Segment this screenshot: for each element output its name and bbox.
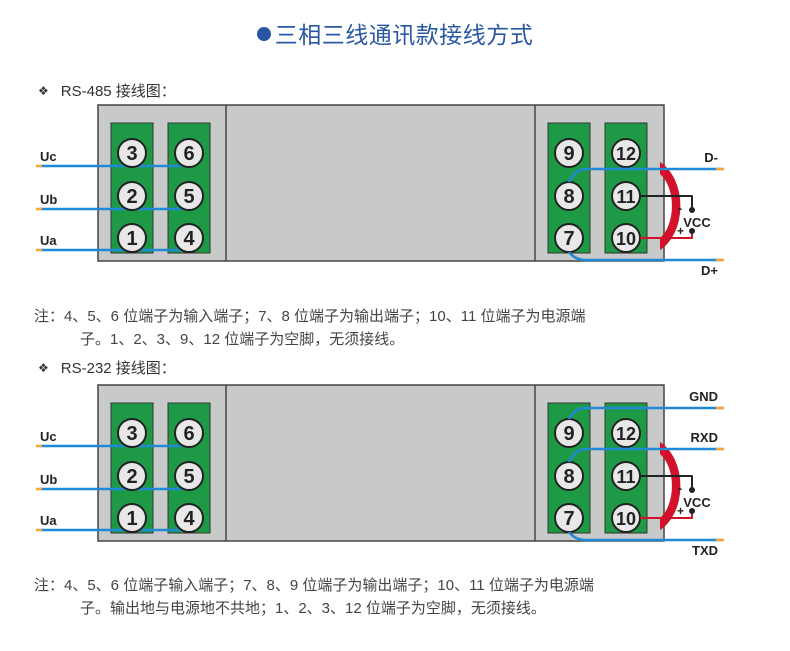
- terminal-6: [174, 418, 204, 448]
- terminal-4: [174, 223, 204, 253]
- power-plus-dot: [689, 508, 695, 514]
- input-label-Uc: Uc: [40, 429, 57, 444]
- output-label-gnd: GND: [689, 389, 718, 404]
- power-minus-dot: [689, 487, 695, 493]
- terminal-label-11: 11: [616, 467, 635, 487]
- terminal-label-8: 8: [563, 186, 574, 208]
- terminal-12: [611, 138, 641, 168]
- power-plus-sign: +: [677, 224, 684, 238]
- diamond-bullet-icon: ❖: [38, 84, 49, 98]
- terminal-2: [117, 461, 147, 491]
- terminal-label-6: 6: [183, 143, 194, 165]
- terminal-label-4: 4: [183, 508, 195, 530]
- output-label-top: RXD: [691, 430, 718, 445]
- input-label-Ub: Ub: [40, 192, 57, 207]
- rs232-heading: ❖ RS-232 接线图：: [38, 357, 176, 378]
- power-minus-dot: [689, 207, 695, 213]
- output-label-top: D-: [704, 150, 718, 165]
- terminal-5: [174, 181, 204, 211]
- title-bullet-icon: [256, 27, 271, 41]
- output-label-bottom: TXD: [692, 543, 718, 558]
- terminal-label-2: 2: [126, 186, 137, 208]
- power-plus-sign: +: [677, 504, 684, 518]
- power-wire-minus: [640, 195, 693, 210]
- power-minus-sign: -: [677, 480, 682, 496]
- power-minus-sign: -: [677, 200, 682, 216]
- input-label-Ub: Ub: [40, 472, 57, 487]
- input-label-Uc: Uc: [40, 149, 57, 164]
- terminal-label-12: 12: [616, 424, 636, 444]
- terminal-12: [611, 418, 641, 448]
- terminal-label-10: 10: [616, 229, 636, 249]
- terminal-4: [174, 503, 204, 533]
- rs232-note-line2: 子。输出地与电源地不共地；1、2、3、12 位端子为空脚，无须接线。: [80, 600, 546, 617]
- output-label-bottom: D+: [701, 263, 718, 278]
- terminal-label-1: 1: [126, 228, 137, 250]
- terminal-5: [174, 461, 204, 491]
- terminal-label-7: 7: [563, 508, 574, 530]
- input-label-Ua: Ua: [40, 233, 57, 248]
- terminal-label-9: 9: [563, 143, 574, 165]
- rs232-note: 注：4、5、6 位端子输入端子；7、8、9 位端子为输出端子；10、11 位端子…: [34, 574, 734, 620]
- output-wire-bottom: [568, 251, 722, 262]
- terminal-label-3: 3: [126, 143, 137, 165]
- terminal-label-9: 9: [563, 423, 574, 445]
- terminal-label-3: 3: [126, 423, 137, 445]
- terminal-label-2: 2: [126, 466, 137, 488]
- terminal-label-10: 10: [616, 509, 636, 529]
- rs485-heading-text: RS-485 接线图：: [60, 83, 176, 100]
- power-arc: [660, 442, 681, 530]
- terminal-label-6: 6: [183, 423, 194, 445]
- power-vcc-label: VCC: [683, 215, 711, 230]
- terminal-label-5: 5: [183, 186, 194, 208]
- rs232-note-line1: 注：4、5、6 位端子输入端子；7、8、9 位端子为输出端子；10、11 位端子…: [34, 577, 594, 594]
- rs485-note-line2: 子。1、2、3、9、12 位端子为空脚，无须接线。: [80, 331, 405, 348]
- terminal-label-12: 12: [616, 144, 636, 164]
- page-title-text: 三相三线通讯款接线方式: [274, 22, 534, 48]
- terminal-label-11: 11: [616, 187, 635, 207]
- diamond-bullet-icon: ❖: [38, 361, 49, 375]
- output-wire-gnd: [567, 406, 722, 420]
- terminal-3: [117, 138, 147, 168]
- terminal-9: [554, 138, 584, 168]
- terminal-label-8: 8: [563, 466, 574, 488]
- terminal-2: [117, 181, 147, 211]
- power-arc: [660, 162, 681, 250]
- terminal-label-1: 1: [126, 508, 137, 530]
- terminal-label-7: 7: [563, 228, 574, 250]
- power-vcc-label: VCC: [683, 495, 711, 510]
- terminal-1: [117, 223, 147, 253]
- page-title: 三相三线通讯款接线方式: [0, 16, 790, 50]
- output-wire-top: [567, 447, 722, 463]
- input-label-Ua: Ua: [40, 513, 57, 528]
- output-wire-top: [567, 167, 722, 183]
- terminal-label-5: 5: [183, 466, 194, 488]
- terminal-6: [174, 138, 204, 168]
- power-plus-dot: [689, 228, 695, 234]
- output-wire-bottom: [568, 531, 722, 542]
- power-wire-minus: [640, 475, 693, 490]
- rs232-heading-text: RS-232 接线图：: [60, 360, 176, 377]
- rs485-note: 注：4、5、6 位端子为输入端子；7、8 位端子为输出端子；10、11 位端子为…: [34, 305, 734, 351]
- rs485-heading: ❖ RS-485 接线图：: [38, 80, 176, 101]
- terminal-3: [117, 418, 147, 448]
- terminal-label-4: 4: [183, 228, 195, 250]
- rs485-note-line1: 注：4、5、6 位端子为输入端子；7、8 位端子为输出端子；10、11 位端子为…: [34, 308, 586, 325]
- terminal-1: [117, 503, 147, 533]
